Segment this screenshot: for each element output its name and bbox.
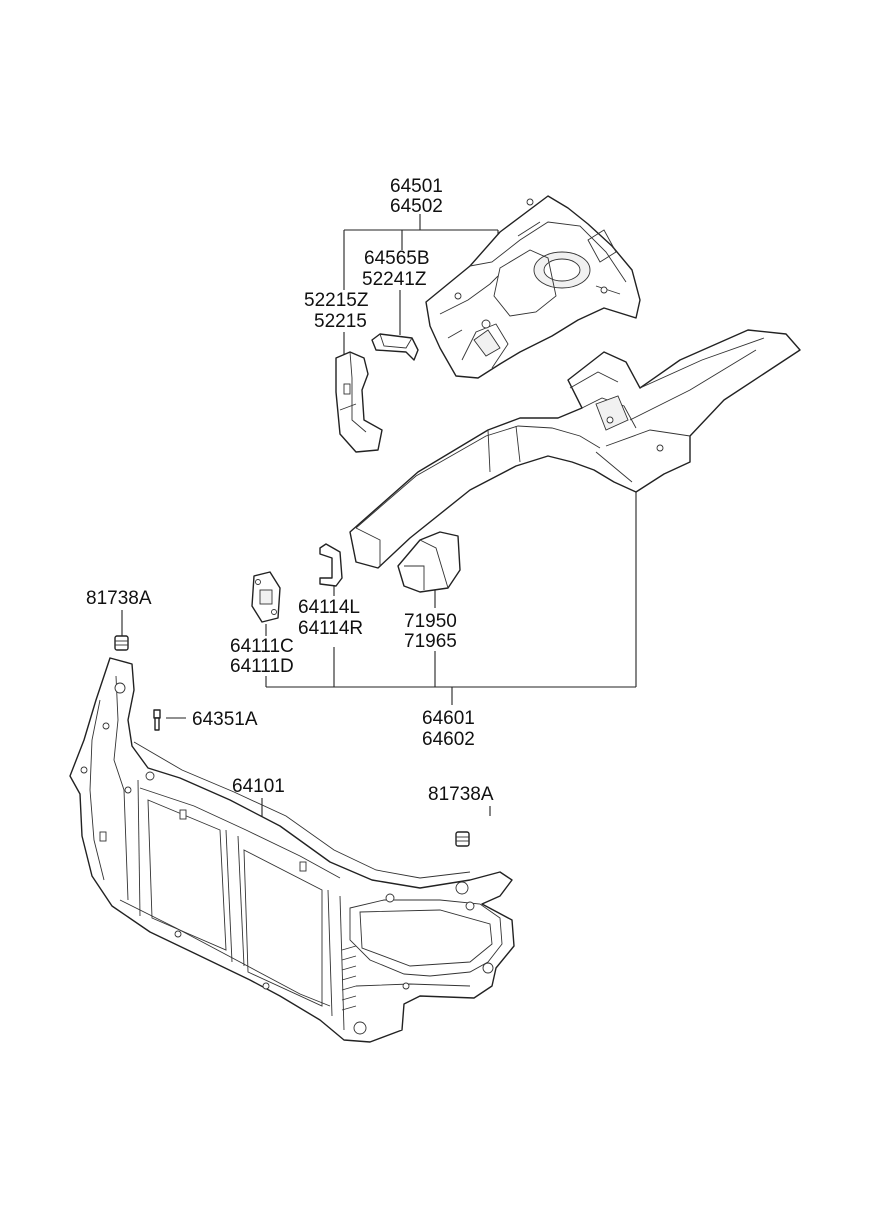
bolt-64351a [153,709,161,731]
fender-apron-panel [425,195,641,379]
label-71965: 71965 [404,631,457,652]
label-64502: 64502 [390,196,443,217]
bracket-64114 [319,543,343,587]
member-52215 [335,351,383,453]
label-64101: 64101 [232,776,285,797]
label-71950: 71950 [404,611,457,632]
label-64114r: 64114R [298,618,363,639]
label-81738a-left: 81738A [86,588,152,609]
label-64114l: 64114L [298,597,360,618]
leader-lines [121,214,637,832]
label-64565b: 64565B [364,248,430,269]
label-52215: 52215 [314,311,367,332]
front-panel-carrier [69,657,515,1043]
stud-81738a-left [114,635,129,651]
bracket-64565b [371,333,419,361]
label-64111c: 64111C [230,636,294,657]
part-labels: 64501 64502 64565B 52241Z 52215Z 52215 6… [86,176,494,805]
label-52241z: 52241Z [362,269,427,290]
stud-81738a-right [455,831,470,847]
rib-pattern [341,945,357,1011]
label-64501: 64501 [390,176,443,197]
plate-64111 [251,571,281,623]
extension-71950 [397,531,461,593]
label-52215z: 52215Z [304,290,369,311]
front-side-member [349,329,801,569]
label-64351a: 64351A [192,709,258,730]
label-64111d: 64111D [230,656,294,677]
label-64602: 64602 [422,729,475,750]
label-81738a-right: 81738A [428,784,494,805]
label-64601: 64601 [422,708,475,729]
